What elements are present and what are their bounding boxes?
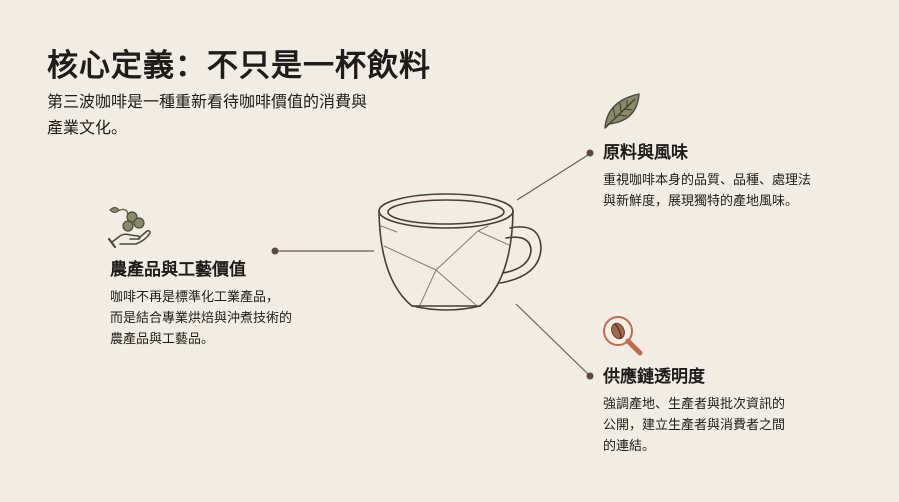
point-agriculture: 農產品與工藝價值 咖啡不再是標準化工業產品， 而是結合專業烘焙與沖煮技術的 農產… [110,259,370,350]
hand-with-coffee-cherries-icon [107,207,151,249]
point-supply-body: 強調產地、生產者與批次資訊的 公開，建立生產者與消費者之間 的連結。 [603,397,786,454]
connector-supply [515,303,594,380]
point-raw: 原料與風味 重視咖啡本身的品質、品種、處理法 與新鮮度，展現獨特的產地風味。 [603,142,863,212]
point-agriculture-title: 農產品與工藝價值 [110,260,246,280]
connector-raw [516,149,594,201]
leaf-icon [604,93,640,129]
point-supply: 供應鏈透明度 強調產地、生產者與批次資訊的 公開，建立生產者與消費者之間 的連結… [603,366,863,457]
intro-text: 第三波咖啡是一種重新看待咖啡價值的消費與產業文化。 [47,92,368,137]
point-raw-title: 原料與風味 [603,143,688,163]
page-title: 核心定義：不只是一杯飲料 [47,48,431,84]
point-agriculture-body: 咖啡不再是標準化工業產品， 而是結合專業烘焙與沖煮技術的 農產品與工藝品。 [110,290,293,347]
coffee-cup-icon [378,193,542,311]
point-supply-title: 供應鏈透明度 [603,367,705,387]
connector-agriculture [271,247,374,255]
point-raw-body: 重視咖啡本身的品質、品種、處理法 與新鮮度，展現獨特的產地風味。 [603,173,812,209]
magnifier-coffee-bean-icon [603,316,643,356]
